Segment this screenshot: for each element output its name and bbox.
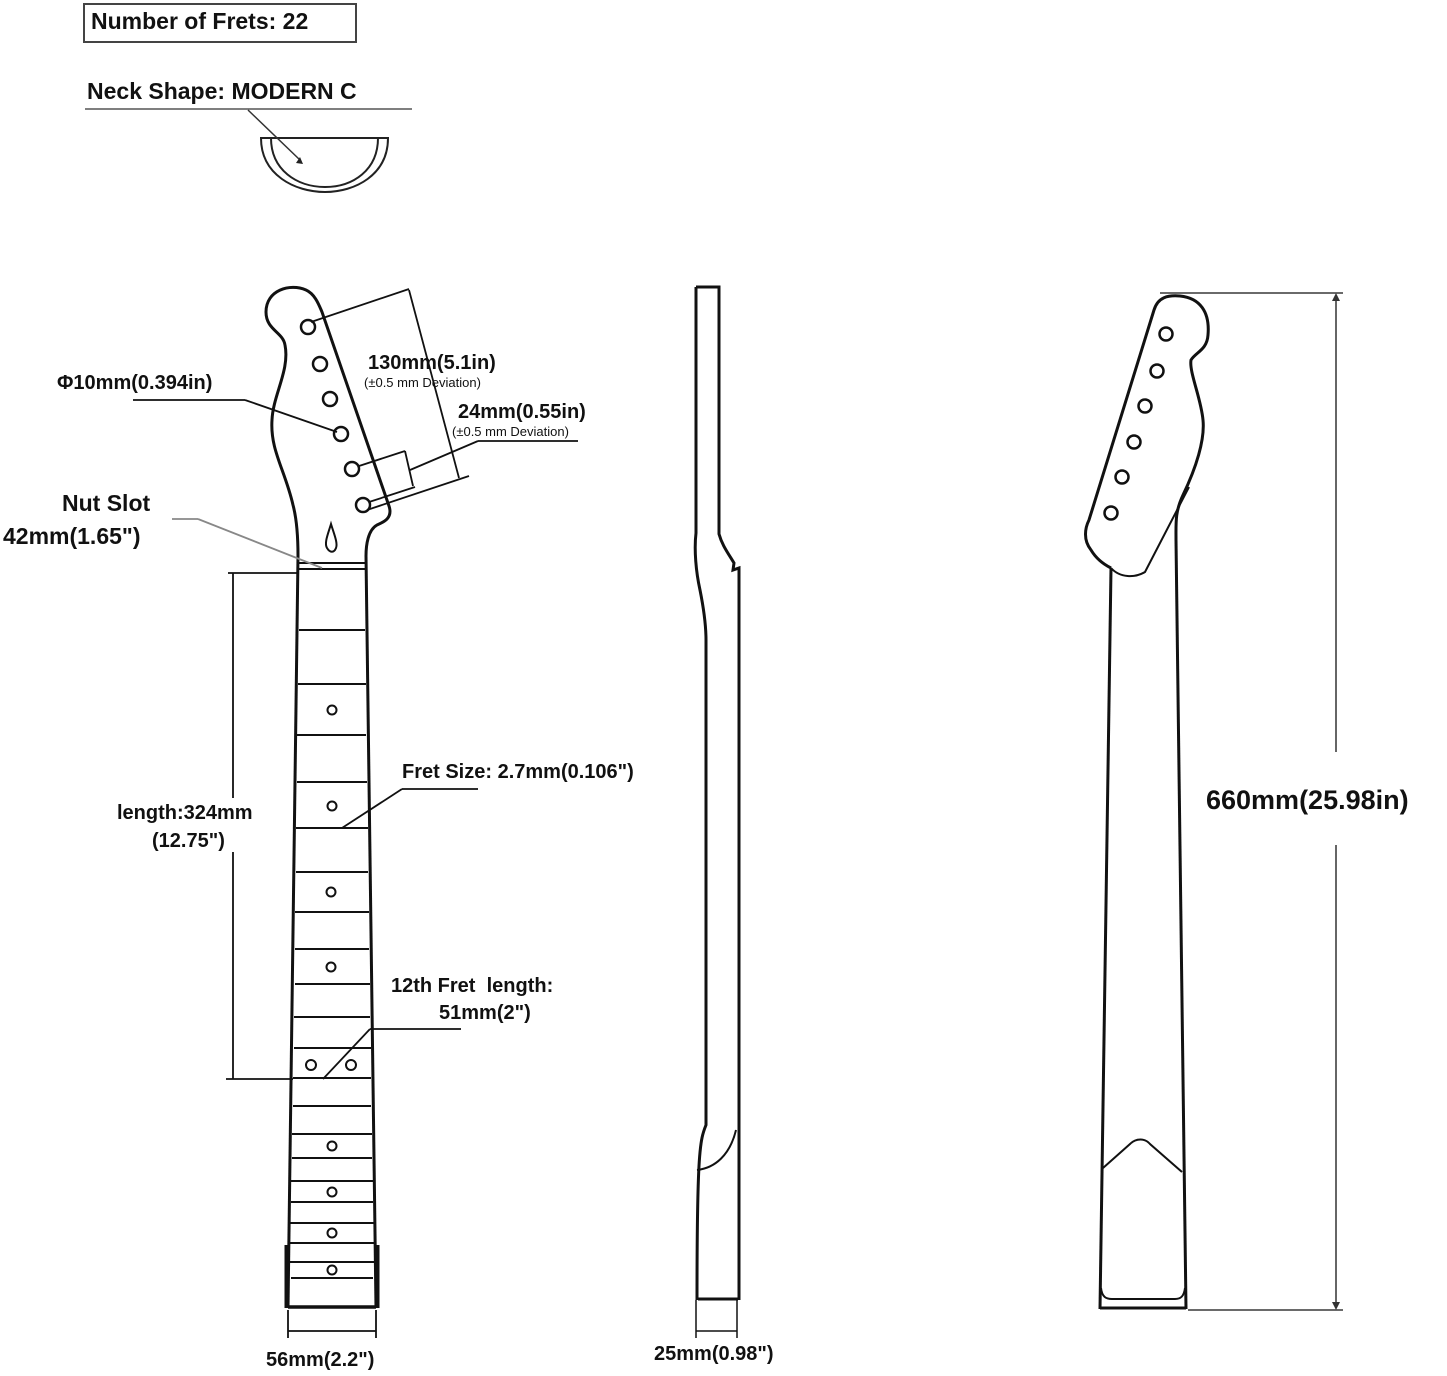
nut-slot-title: Nut Slot [62,490,151,516]
neck-shape-label: Neck Shape: MODERN C [87,78,357,104]
front-headstock-outline [264,285,392,557]
tuner-spacing-tolerance: (±0.5 mm Deviation) [452,424,569,439]
front-view [264,285,392,1309]
headstock-length-tolerance: (±0.5 mm Deviation) [364,375,481,390]
number-of-frets-box [83,3,357,43]
twelfth-fret-label-line1: 12th Fret length: [391,975,554,997]
fret-size-label: Fret Size: 2.7mm(0.106") [402,761,634,783]
fret-lines [290,629,374,1279]
back-view [1084,294,1210,1310]
twelfth-fret-label-line2: 51mm(2") [439,1002,531,1024]
neck-thickness-label: 25mm(0.98") [654,1343,774,1365]
number-of-frets-label: Number of Frets: 22 [91,8,309,34]
nut-slot-width-label: 42mm(1.65") [3,523,141,549]
heel-width-label: 56mm(2.2") [266,1349,375,1371]
overall-length-dimension [1160,292,1343,1311]
tuner-spacing-label: 24mm(0.55in) [458,401,586,423]
overall-length-label: 660mm(25.98in) [1206,785,1409,815]
tuner-hole-diameter-label: Φ10mm(0.394in) [57,372,213,394]
scale-length-label-line1: length:324mm [117,802,253,824]
headstock-length-label: 130mm(5.1in) [368,352,496,374]
neck-shape-profile-icon [85,108,412,194]
side-view [693,285,741,1338]
inlay-dots [305,704,357,1276]
scale-length-label-line2: (12.75") [152,830,225,852]
front-dimension-lines [133,288,578,1338]
